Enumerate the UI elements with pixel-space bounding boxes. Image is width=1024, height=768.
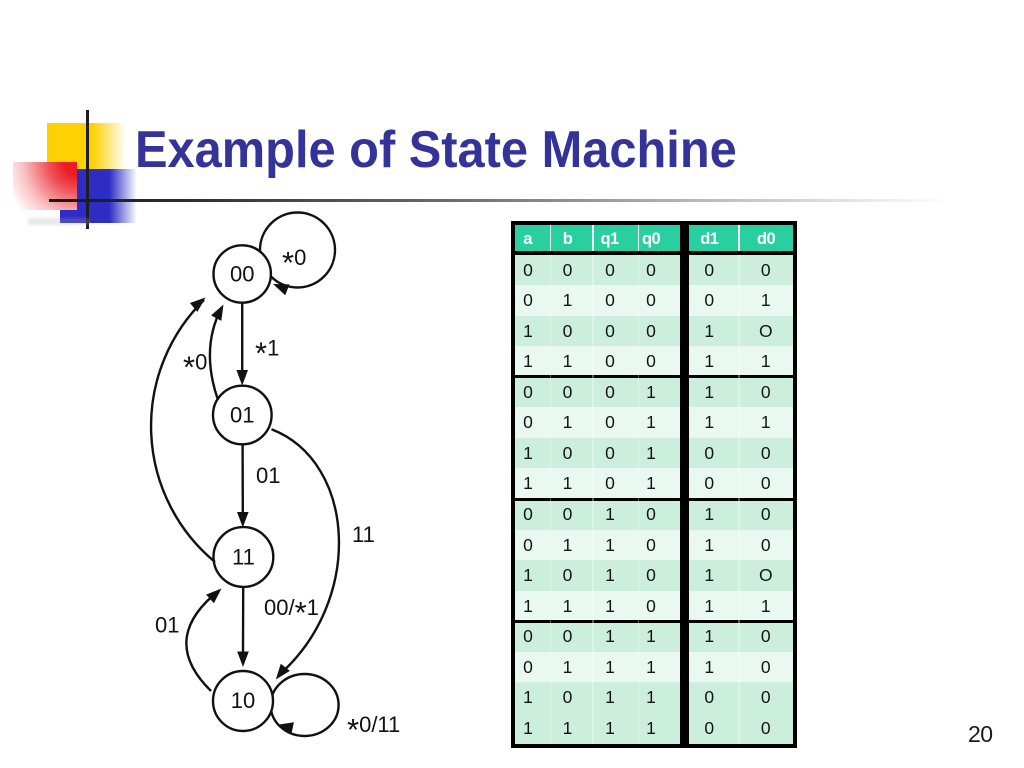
svg-text:01: 01 [155, 613, 179, 638]
svg-text:*0: *0 [282, 245, 306, 280]
svg-text:00: 00 [230, 261, 254, 286]
svg-text:11: 11 [352, 522, 375, 547]
svg-text:*0/11: *0/11 [347, 712, 400, 747]
svg-text:10: 10 [231, 688, 255, 713]
svg-text:01: 01 [230, 402, 254, 427]
svg-text:*1: *1 [255, 336, 279, 371]
svg-text:00/*1: 00/*1 [264, 595, 319, 630]
svg-text:01: 01 [256, 463, 280, 488]
svg-text:11: 11 [232, 544, 255, 569]
svg-text:*0: *0 [183, 350, 207, 385]
